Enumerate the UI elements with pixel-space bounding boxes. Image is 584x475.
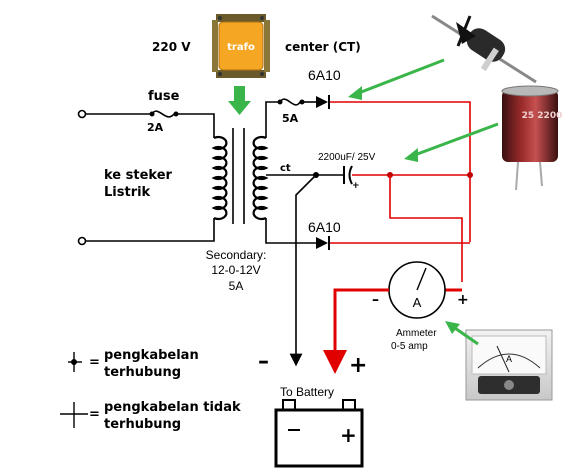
capacitor-plus: + — [352, 181, 360, 191]
ammeter-photo-icon — [465, 329, 553, 401]
capacitor-photo-icon — [501, 85, 559, 191]
diode-top-label: 6A10 — [308, 67, 341, 83]
center-tap-label: center (CT) — [285, 40, 361, 54]
ammeter-A: A — [413, 295, 422, 310]
positive-wire-inner — [389, 175, 463, 282]
ct-label: ct — [280, 163, 291, 174]
battery-minus-sign: – — [258, 349, 269, 374]
primary-wire-top-2 — [178, 113, 215, 138]
junction-470 — [467, 172, 473, 178]
primary-coil — [211, 135, 228, 221]
secondary-label-3: 5A — [229, 279, 244, 293]
secondary-wire-top — [265, 101, 278, 138]
legend-not-connected-symbol — [60, 402, 88, 428]
diode-bottom-label: 6A10 — [308, 219, 341, 235]
plug-label-line2: Listrik — [104, 185, 151, 200]
transformer-label: trafo — [227, 42, 255, 53]
legend-connected-line2: terhubung — [104, 365, 181, 380]
plug-terminal-bottom — [77, 236, 87, 246]
diode-photo-icon — [431, 14, 537, 84]
capacitor-symbol — [343, 165, 353, 185]
capacitor-label: 2200uF/ 25V — [318, 152, 376, 163]
legend-not-connected-line2: terhubung — [104, 417, 181, 432]
positive-wire-top — [330, 101, 471, 242]
ammeter-needle — [416, 267, 427, 291]
fuse-primary-symbol — [151, 110, 175, 118]
fuse-secondary-rating: 5A — [282, 112, 299, 125]
fuse-primary-rating: 2A — [147, 121, 164, 134]
ammeter-photo-A: A — [506, 354, 512, 364]
ammeter-minus: – — [372, 292, 379, 308]
legend-not-connected-line1: pengkabelan tidak — [104, 400, 241, 415]
secondary-wire-bottom — [265, 218, 316, 244]
battery-plus-sign: + — [349, 353, 367, 378]
battery-icon — [274, 399, 364, 468]
legend-connected-symbol — [68, 352, 82, 372]
legend-equals-2: = — [89, 407, 100, 422]
secondary-label-2: 12-0-12V — [211, 263, 260, 277]
down-arrow-icon — [228, 86, 251, 115]
ammeter-title: Ammeter — [396, 328, 437, 339]
transformer-icon — [212, 14, 270, 78]
battery-inner-plus: + — [340, 423, 357, 447]
diode-bottom-symbol — [316, 236, 330, 250]
battery-positive-wire — [323, 288, 389, 374]
plug-terminal-top — [77, 109, 87, 119]
secondary-label-1: Secondary: — [206, 248, 267, 262]
plug-label-line1: ke steker — [104, 168, 173, 183]
primary-wire-bottom — [86, 218, 215, 242]
input-voltage-label: 220 V — [152, 40, 191, 54]
capacitor-photo-marking: 25 2200 — [522, 111, 563, 121]
secondary-coil — [252, 135, 269, 221]
fuse-primary-title: fuse — [148, 89, 180, 104]
diode-top-symbol — [316, 95, 330, 109]
battery-title: To Battery — [280, 385, 334, 399]
pointer-arrow-icon — [348, 58, 499, 346]
legend-equals-1: = — [89, 355, 100, 370]
negative-wire — [289, 174, 317, 367]
ammeter-plus: + — [457, 292, 469, 308]
ammeter-range: 0-5 amp — [391, 341, 428, 352]
fuse-secondary-symbol — [279, 98, 301, 106]
legend-connected-line1: pengkabelan — [104, 348, 199, 363]
